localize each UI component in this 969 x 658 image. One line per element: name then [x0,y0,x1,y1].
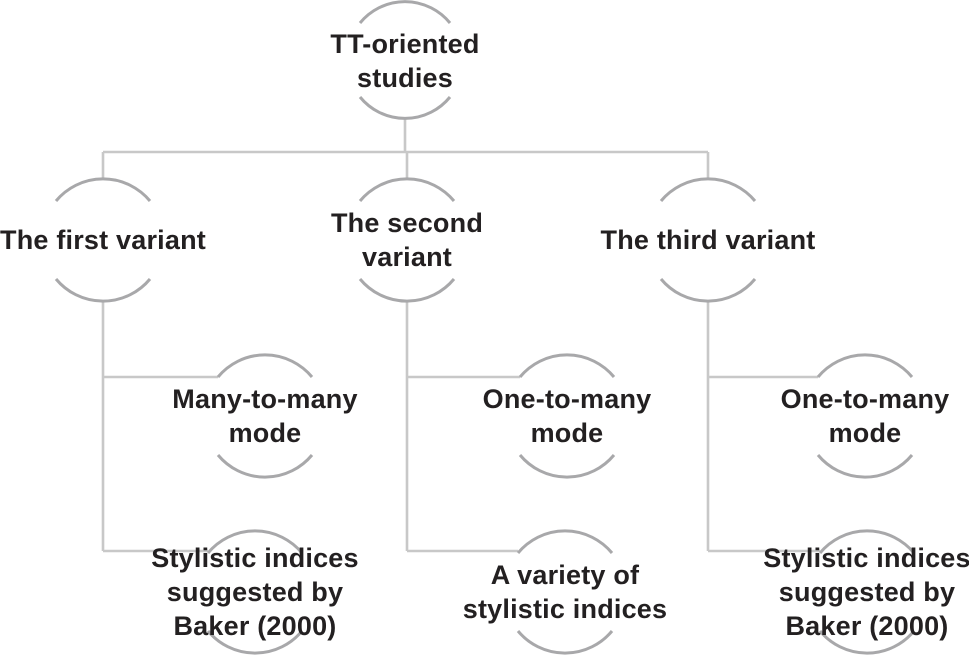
node-root-label: TT-oriented studies [330,29,480,93]
node-indices1-label: Stylistic indices suggested by Baker (20… [151,543,359,641]
node-variant3-label: The third variant [600,225,816,255]
node-circles [54,0,916,655]
node-variant2-circle [358,177,456,303]
node-indices3-label: Stylistic indices suggested by Baker (20… [763,543,969,641]
node-mode2-label: One-to-many mode [482,384,652,448]
node-mode3-label: One-to-many mode [780,384,950,448]
node-variant1-label: The first variant [0,225,206,255]
node-mode3-circle [816,353,914,479]
node-mode1-circle [216,353,314,479]
node-indices1-circle [206,529,304,655]
node-root-circle [358,0,452,120]
node-indices2-label: A variety of stylistic indices [462,560,668,624]
node-variant1-circle [54,177,152,303]
node-variant3-circle [659,177,757,303]
node-indices2-circle [516,529,614,655]
connectors [101,118,820,553]
node-indices3-circle [818,529,916,655]
node-mode2-circle [518,353,616,479]
node-mode1-label: Many-to-many mode [172,384,358,448]
node-variant2-label: The second variant [330,208,484,272]
